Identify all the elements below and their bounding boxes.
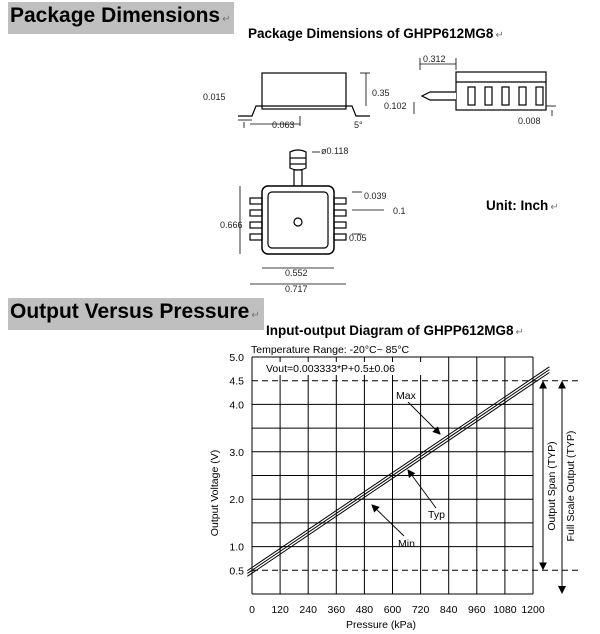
x-tick-label: 120 [271, 604, 289, 616]
dimension-labels: 0.015 0.35 0.063 5° 0.312 0.102 0.008 ø0… [203, 54, 541, 294]
dim-label: 0.666 [220, 220, 243, 230]
x-tick-label: 600 [384, 604, 402, 616]
top-view-drawing [239, 149, 384, 285]
dim-label: 0.05 [349, 233, 367, 243]
formula-annotation: Vout=0.003333*P+0.5±0.06 [266, 363, 395, 375]
x-tick-label: 840 [440, 604, 458, 616]
span-label-background [545, 428, 559, 544]
dim-label: 5° [354, 120, 363, 130]
x-tick-label: 480 [356, 604, 374, 616]
series-label-typ: Typ [428, 509, 445, 521]
y-tick-label: 5.0 [229, 352, 244, 364]
series-leader-typ [407, 469, 437, 509]
x-axis-label: Pressure (kPa) [346, 619, 416, 631]
reference-lines: Output Span (TYP) Full Scale Output (TYP) [252, 380, 578, 594]
dim-label: 0.008 [518, 116, 541, 126]
temperature-range-annotation: Temperature Range: -20°C~ 85°C [251, 344, 410, 356]
section-title-package-dimensions: Package Dimensions↵ [8, 2, 235, 34]
x-tick-label: 720 [412, 604, 430, 616]
dim-label: 0.015 [203, 92, 226, 102]
annotations: Temperature Range: -20°C~ 85°C Vout=0.00… [248, 343, 444, 375]
package-caption-text: Package Dimensions of GHPP612MG8 [248, 26, 494, 41]
y-tick-label: 4.0 [229, 399, 244, 411]
package-caption: Package Dimensions of GHPP612MG8↵ [248, 26, 504, 41]
x-tick-label: 1080 [493, 604, 517, 616]
dim-label: 0.717 [285, 284, 308, 294]
dim-label: 0.312 [423, 54, 446, 64]
dim-label: 0.35 [372, 88, 390, 98]
paragraph-mark: ↵ [515, 327, 524, 338]
dim-label: 0.039 [364, 191, 387, 201]
section-title-text: Package Dimensions [10, 4, 221, 27]
dim-label: ø0.118 [321, 146, 348, 156]
x-tick-label: 0 [249, 604, 255, 616]
paragraph-mark: ↵ [251, 310, 260, 321]
series-line-typ [247, 369, 550, 574]
x-tick-label: 1200 [521, 604, 545, 616]
y-tick-label: 2.0 [229, 494, 244, 506]
series-leader-min [371, 504, 405, 537]
series-label-max: Max [396, 390, 417, 402]
dim-label: 0.552 [285, 268, 308, 278]
output-span-label: Output Span (TYP) [546, 441, 558, 530]
grid [251, 356, 534, 595]
y-tick-label: 3.0 [229, 447, 244, 459]
section-title-output-versus-pressure: Output Versus Pressure↵ [8, 298, 264, 330]
dim-label: 0.063 [272, 120, 295, 130]
unit-label: Unit: Inch↵ [486, 198, 559, 213]
chart-title: Input-output Diagram of GHPP612MG8↵ [266, 323, 524, 338]
paragraph-mark: ↵ [222, 14, 231, 25]
y-tick-label: 1.0 [229, 542, 244, 554]
side-view-drawing [238, 72, 370, 128]
full-scale-label: Full Scale Output (TYP) [565, 431, 577, 542]
end-view-drawing [413, 58, 556, 116]
unit-label-text: Unit: Inch [486, 198, 549, 213]
x-tick-label: 360 [328, 604, 346, 616]
series-label-min: Min [398, 538, 415, 550]
input-output-chart: Output Span (TYP) Full Scale Output (TYP)… [209, 343, 578, 631]
series-line-min [247, 372, 550, 577]
chart-title-text: Input-output Diagram of GHPP612MG8 [266, 323, 514, 338]
y-axis-label: Output Voltage (V) [209, 450, 221, 536]
paragraph-mark: ↵ [550, 202, 559, 213]
x-tick-label: 240 [299, 604, 317, 616]
series-line-max [247, 366, 550, 572]
y-tick-label: 0.5 [229, 565, 244, 577]
span-label-background [564, 420, 578, 550]
dim-label: 0.102 [384, 101, 407, 111]
x-tick-label: 960 [468, 604, 486, 616]
package-drawings: 0.015 0.35 0.063 5° 0.312 0.102 0.008 ø0… [203, 54, 556, 294]
dim-label: 0.1 [393, 206, 406, 216]
paragraph-mark: ↵ [495, 30, 504, 41]
y-tick-label: 4.5 [229, 376, 244, 388]
series-leader-max [407, 401, 441, 435]
tick-labels: 0 120 240 360 480 600 720 840 960 1080 1200 5.0 4.5 4… [229, 352, 544, 616]
section-title-text: Output Versus Pressure [10, 300, 250, 323]
